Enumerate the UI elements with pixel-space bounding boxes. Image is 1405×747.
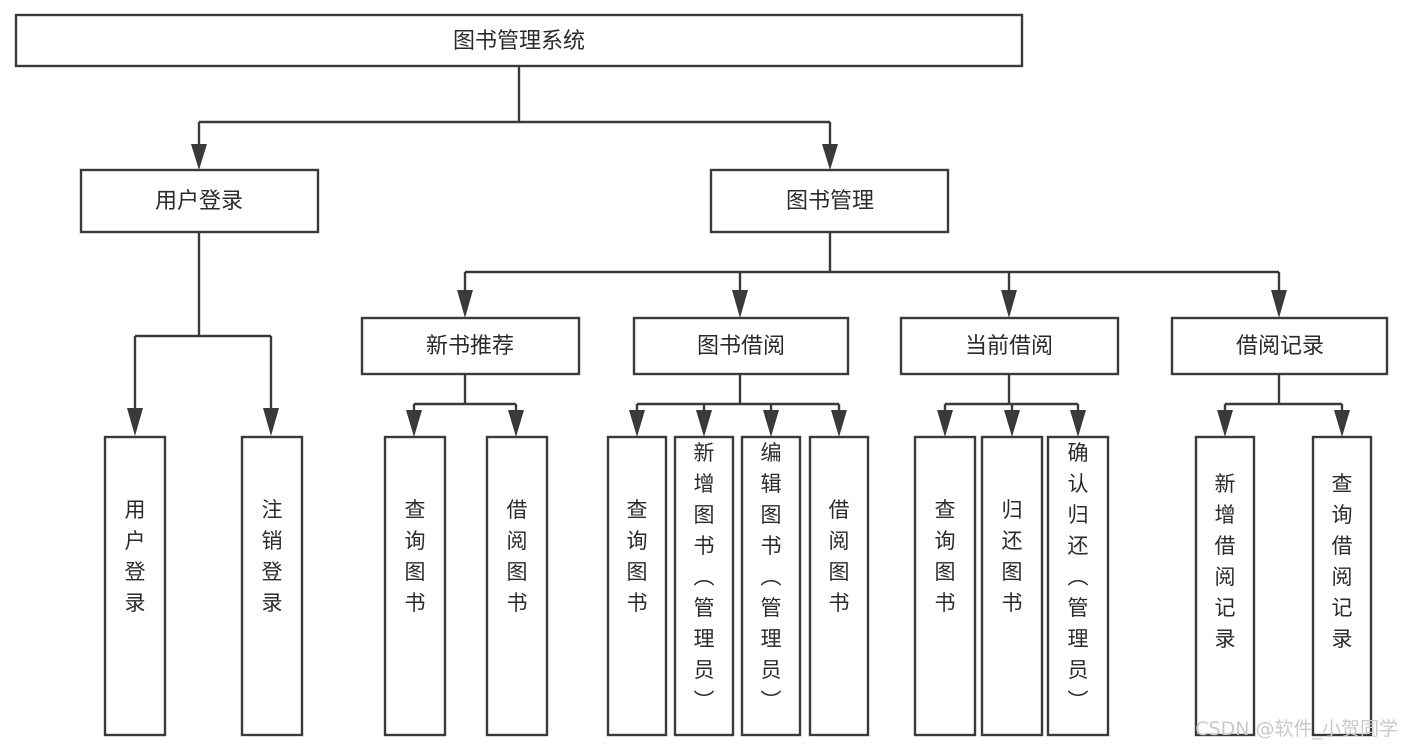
node-root-box[interactable] [14,13,1024,68]
connector-group-user-login-to-leaves [127,232,279,436]
node-leaf-query-record-label: 查询借阅记录 [1332,472,1353,651]
node-leaf-query-record-box[interactable] [1311,435,1373,737]
node-book-manage-label: 图书管理 [786,189,874,214]
arrow-head-leaf-query-book-2 [629,410,645,437]
node-book-manage[interactable]: 图书管理 [709,168,950,234]
arrow-head-current-borrow [1001,290,1017,318]
arrow-head-leaf-borrow-book-2 [831,410,847,437]
node-leaf-edit-book-label: 编辑图书︵管理员︶ [761,441,782,713]
node-borrow-record[interactable]: 借阅记录 [1170,316,1389,376]
node-leaf-query-book-3-label: 查询图书 [935,498,956,615]
node-leaf-borrow-book-2-label: 借阅图书 [829,498,850,615]
node-leaf-borrow-book-1-label: 借阅图书 [507,498,528,615]
arrow-head-leaf-edit-book [763,410,779,437]
node-leaf-user-login[interactable]: 用户登录 [103,435,167,737]
arrow-head-user-login [191,144,207,170]
node-leaf-borrow-book-2-box[interactable] [808,435,870,737]
node-root[interactable]: 图书管理系统 [14,13,1024,68]
node-leaf-return-book-label: 归还图书 [1002,498,1023,615]
node-leaf-user-logout[interactable]: 注销登录 [240,435,304,737]
node-current-borrow-box[interactable] [899,316,1120,376]
arrow-head-leaf-add-record [1217,410,1233,437]
node-leaf-add-book-box[interactable] [673,435,735,737]
node-leaf-user-login-label: 用户登录 [125,498,146,615]
node-leaf-edit-book-box[interactable] [740,435,802,737]
arrow-head-leaf-confirm-return [1070,410,1086,437]
connector-group-book-manage-to-level2 [457,232,1287,318]
node-new-book-recommend-label: 新书推荐 [426,334,514,359]
node-borrow-record-box[interactable] [1170,316,1389,376]
node-leaf-query-book-1-box[interactable] [383,435,447,737]
arrow-head-leaf-add-book [696,410,712,437]
node-leaf-query-book-3-box[interactable] [913,435,977,737]
watermark-label: CSDN @软件_小贺同学 [1195,718,1398,740]
node-new-book-recommend-box[interactable] [360,316,581,376]
arrow-head-leaf-borrow-book-1 [508,410,524,437]
node-leaf-user-logout-label: 注销登录 [262,498,283,615]
node-user-login[interactable]: 用户登录 [79,168,320,234]
node-leaf-user-logout-box[interactable] [240,435,304,737]
node-book-manage-box[interactable] [709,168,950,234]
node-leaf-add-record-label: 新增借阅记录 [1215,472,1236,651]
node-leaf-borrow-book-1-box[interactable] [485,435,549,737]
node-leaf-edit-book[interactable]: 编辑图书︵管理员︶ [740,435,802,737]
arrow-head-leaf-query-book-1 [406,410,422,437]
arrow-head-leaf-query-record [1334,410,1350,437]
node-leaf-confirm-return-box[interactable] [1046,435,1110,737]
connector-group-borrow-record-to-leaves [1217,374,1350,437]
node-leaf-query-book-3[interactable]: 查询图书 [913,435,977,737]
node-leaf-user-login-box[interactable] [103,435,167,737]
node-new-book-recommend[interactable]: 新书推荐 [360,316,581,376]
node-user-login-box[interactable] [79,168,320,234]
node-leaf-add-record[interactable]: 新增借阅记录 [1194,435,1256,737]
node-leaf-query-book-2[interactable]: 查询图书 [606,435,668,737]
node-leaf-return-book[interactable]: 归还图书 [980,435,1044,737]
connector-group-current-borrow-to-leaves [937,374,1086,437]
node-user-login-label: 用户登录 [155,189,243,214]
node-current-borrow-label: 当前借阅 [965,334,1053,359]
node-root-label: 图书管理系统 [453,29,585,54]
connector-group-new-book-recommend-to-leaves [406,374,524,437]
node-leaf-add-record-box[interactable] [1194,435,1256,737]
connector-group-root-to-level1 [191,66,838,170]
node-leaf-query-book-1[interactable]: 查询图书 [383,435,447,737]
node-leaf-borrow-book-1[interactable]: 借阅图书 [485,435,549,737]
node-leaf-query-book-1-label: 查询图书 [405,498,426,615]
node-leaf-query-book-2-box[interactable] [606,435,668,737]
connector-group-book-borrow-to-leaves [629,374,847,437]
node-leaf-query-record[interactable]: 查询借阅记录 [1311,435,1373,737]
arrow-head-book-borrow [732,290,748,318]
node-leaf-confirm-return-label: 确认归还︵管理员︶ [1068,441,1089,713]
node-leaf-confirm-return[interactable]: 确认归还︵管理员︶ [1046,435,1110,737]
node-leaf-query-book-2-label: 查询图书 [627,498,648,615]
node-leaf-borrow-book-2[interactable]: 借阅图书 [808,435,870,737]
node-borrow-record-label: 借阅记录 [1236,334,1324,359]
node-leaf-add-book-label: 新增图书︵管理员︶ [694,441,715,713]
arrow-head-leaf-return-book [1004,410,1020,437]
node-current-borrow[interactable]: 当前借阅 [899,316,1120,376]
arrow-head-book-manage [822,144,838,170]
node-leaf-add-book[interactable]: 新增图书︵管理员︶ [673,435,735,737]
arrow-head-leaf-user-logout [263,408,279,436]
arrow-head-borrow-record [1271,290,1287,318]
node-book-borrow[interactable]: 图书借阅 [632,316,850,376]
node-book-borrow-label: 图书借阅 [697,334,785,359]
arrow-head-leaf-query-book-3 [937,410,953,437]
arrow-head-new-book-recommend [457,290,473,318]
arrow-head-leaf-user-login [127,408,143,436]
node-book-borrow-box[interactable] [632,316,850,376]
node-leaf-return-book-box[interactable] [980,435,1044,737]
